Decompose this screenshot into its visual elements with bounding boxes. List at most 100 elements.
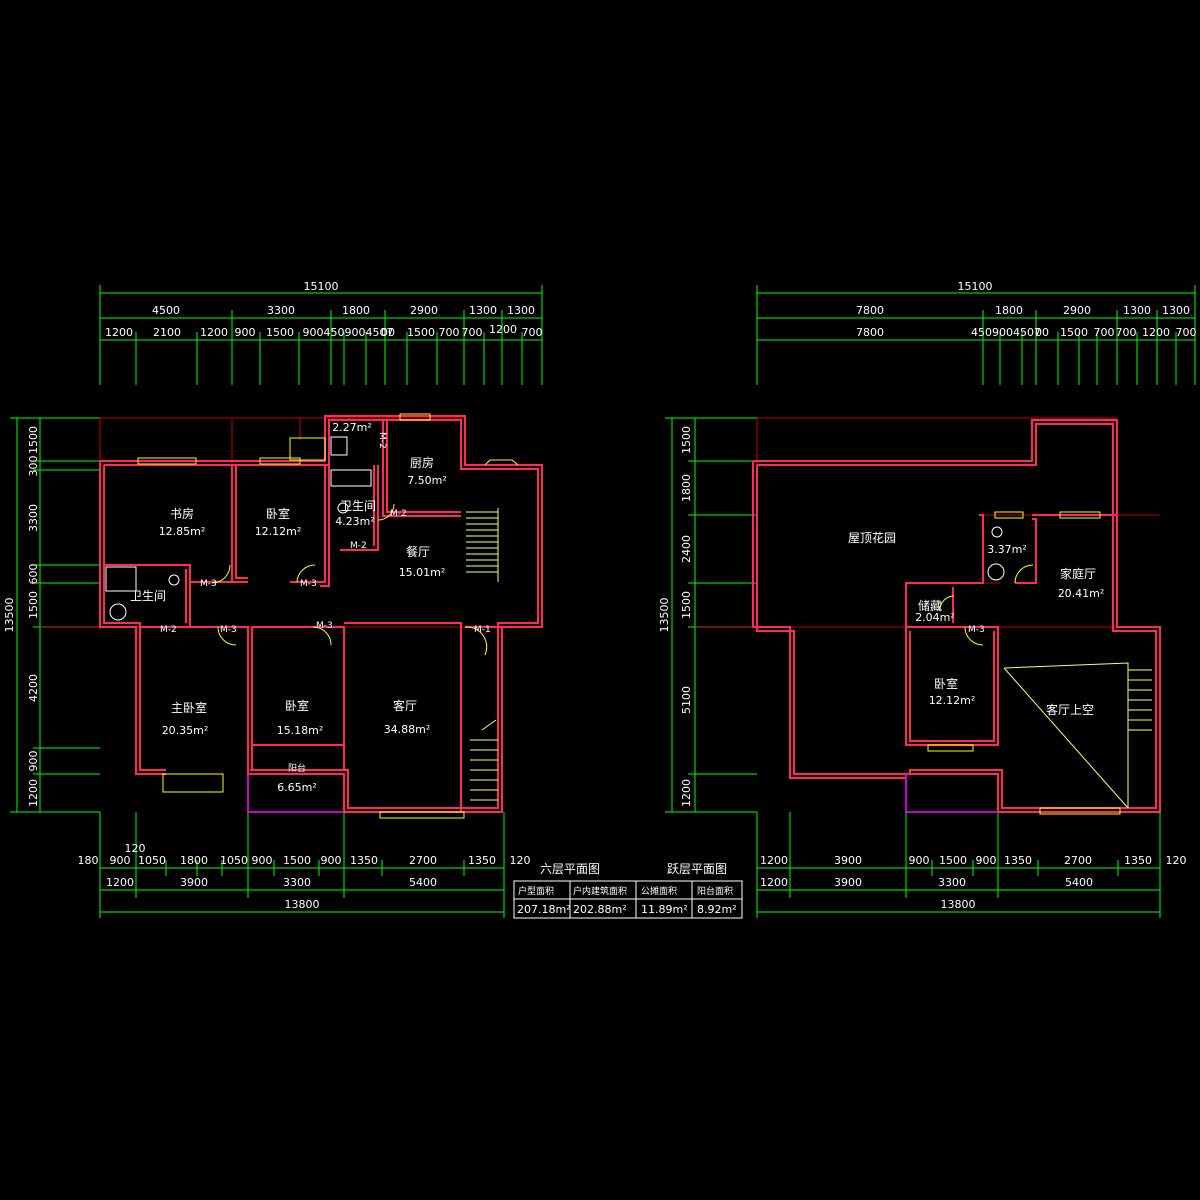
left-bottom-dim-labels: 180 900 1050 1800 1050 900 1500 900 1350… [78, 842, 531, 911]
room-utility-area: 2.27m² [332, 421, 372, 434]
left-side-dim-labels: 13500 1500 300 3300 600 1500 4200 900 12… [3, 426, 40, 807]
basin-icon-2 [987, 563, 1005, 581]
right-bottom-dim-6: 1350 [1004, 854, 1032, 867]
door-tag-1: M-2 [377, 432, 387, 449]
right-plan-title: 跃层平面图 [667, 862, 727, 876]
door-tag-9: M-1 [474, 625, 491, 635]
left-plan-title: 六层平面图 [540, 862, 600, 876]
room-bedroom-2-area: 15.18m² [277, 724, 324, 737]
left-top-dimension-lines [99, 285, 543, 385]
right-walls [752, 419, 1161, 813]
left-walls [99, 415, 543, 813]
left-total-height-dim: 13500 [3, 598, 16, 633]
left-bottom-dim-row2-3: 3300 [283, 876, 311, 889]
left-windows [137, 413, 519, 819]
right-windows [927, 511, 1121, 815]
room-master-bedroom-name: 主卧室 [171, 700, 207, 715]
washer-icon [330, 436, 348, 456]
right-bottom-dim-8: 1350 [1124, 854, 1152, 867]
room-bath-1-area: 4.23m² [335, 515, 375, 528]
left-sub-dim-2: 2100 [153, 326, 181, 339]
left-kitchen-fixtures [289, 437, 326, 461]
left-top-dim-4: 2900 [410, 304, 438, 317]
room-bedroom-2-name: 卧室 [285, 698, 309, 713]
bathtub-icon [330, 469, 372, 487]
left-sub-dim-3: 1200 [200, 326, 228, 339]
door-tag-3: M-2 [350, 541, 367, 551]
right-top-dim-5: 1300 [1162, 304, 1190, 317]
right-bottom-dim-5: 900 [976, 854, 997, 867]
right-sub-dim-1: 7800 [856, 326, 884, 339]
basin-icon [109, 603, 127, 621]
left-bottom-dim-row2-1: 1200 [106, 876, 134, 889]
left-bottom-total-dim: 13800 [285, 898, 320, 911]
toilet-icon-2 [337, 502, 349, 514]
right-side-dimension-lines [665, 417, 757, 813]
right-bottom-dimension-lines [756, 812, 1161, 918]
right-dim-4: 1500 [680, 591, 693, 619]
room-study-area: 12.85m² [159, 525, 206, 538]
right-sub-dim-3: 00 [1035, 326, 1049, 339]
room-bath-2-name: 卫生间 [130, 589, 166, 603]
left-dim-2: 300 [27, 456, 40, 477]
left-top-dim-2: 3300 [267, 304, 295, 317]
left-plan: 15100 4500 3300 1800 2900 1300 1300 1200… [3, 280, 600, 918]
left-bottom-dim-10: 2700 [409, 854, 437, 867]
table-header-1: 户型面积 [518, 885, 554, 897]
room-roof-garden-name: 屋顶花园 [848, 530, 896, 545]
room-balcony-name: 阳台 [288, 762, 306, 774]
right-top-dim-3: 2900 [1063, 304, 1091, 317]
left-bottom-dim-7: 1500 [283, 854, 311, 867]
room-dining-name: 餐厅 [406, 544, 430, 559]
room-living-area: 34.88m² [384, 723, 431, 736]
room-kitchen-area: 7.50m² [407, 474, 447, 487]
room-balcony-area: 6.65m² [277, 781, 317, 794]
right-bottom-dim-7: 2700 [1064, 854, 1092, 867]
left-sub-dim-11: 1200 [489, 323, 517, 336]
right-dim-5: 5100 [680, 686, 693, 714]
left-top-dim-1: 4500 [152, 304, 180, 317]
room-bath-1-name: 卫生间 [340, 499, 376, 513]
left-sub-dim-12: 700 [522, 326, 543, 339]
room-family-hall-area: 20.41m² [1058, 587, 1105, 600]
right-sub-dim-4: 1500 [1060, 326, 1088, 339]
right-total-height-dim: 13500 [658, 598, 671, 633]
left-bottom-dim-11: 1350 [468, 854, 496, 867]
right-plan: 15100 7800 1800 2900 1300 1300 7800 4509… [658, 280, 1197, 918]
right-sub-dim-6: 700 [1116, 326, 1137, 339]
room-storage-name: 储藏 [918, 598, 942, 613]
right-sub-dim-5: 700 [1094, 326, 1115, 339]
room-bath-3-area: 3.37m² [987, 543, 1027, 556]
right-sub-dim-2: 4509004507 [971, 326, 1041, 339]
right-bottom-dim-3: 900 [909, 854, 930, 867]
left-dim-8: 1200 [27, 779, 40, 807]
left-door-tags: M-2 M-2 M-2 M-3 M-3 M-2 M-3 M-3 M-1 [160, 432, 491, 635]
area-table: 户型面积 户内建筑面积 公摊面积 阳台面积 207.18m² 202.88m² … [513, 880, 743, 919]
toilet-icon [168, 574, 180, 586]
toilet-icon-3 [991, 526, 1003, 538]
right-bottom-dim-4: 1500 [939, 854, 967, 867]
room-living-void-name: 客厅上空 [1046, 702, 1094, 717]
left-sub-dim-10: 700 [462, 326, 483, 339]
left-sub-dim-8: 1500 [407, 326, 435, 339]
left-door-swings [211, 503, 488, 656]
right-bottom-dim-row2-1: 1200 [760, 876, 788, 889]
left-side-dimension-lines [10, 417, 100, 813]
left-stair [466, 508, 499, 801]
right-top-dim-2: 1800 [995, 304, 1023, 317]
left-bottom-dimension-lines [99, 812, 505, 918]
room-bedroom-3-area: 12.12m² [929, 694, 976, 707]
shower-icon [105, 566, 137, 592]
table-header-2: 户内建筑面积 [573, 885, 627, 897]
room-dining-area: 15.01m² [399, 566, 446, 579]
right-bottom-dim-9: 120 [1166, 854, 1187, 867]
left-sub-dim-7: 00 [381, 326, 395, 339]
left-bottom-dim-2: 900 [110, 854, 131, 867]
right-dim-3: 2400 [680, 535, 693, 563]
right-door-swings [939, 564, 1034, 646]
left-bottom-dim-3: 1050 [138, 854, 166, 867]
right-bottom-dim-labels: 1200 3900 900 1500 900 1350 2700 1350 12… [760, 854, 1187, 911]
table-header-4: 阳台面积 [697, 885, 733, 897]
right-room-labels: 屋顶花园 3.37m² 家庭厅 20.41m² 储藏 2.04m² 卧室 12.… [848, 530, 1104, 717]
right-top-dim-4: 1300 [1123, 304, 1151, 317]
